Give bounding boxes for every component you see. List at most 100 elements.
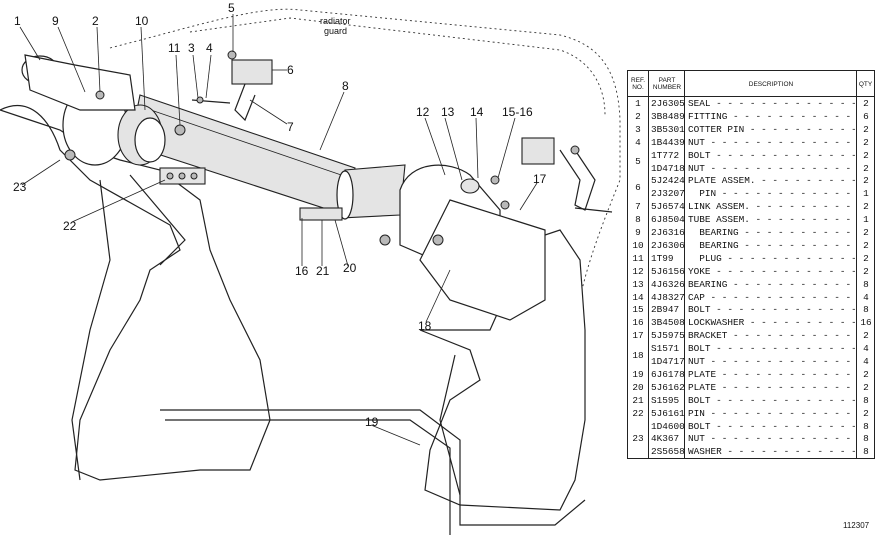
description-cell: PIN [688, 408, 855, 421]
ref-cell: 13 [632, 278, 644, 290]
qty-cell: 8 [863, 304, 869, 316]
qty-cell: 8 [863, 278, 869, 290]
pivot-arm [24, 54, 136, 111]
header-ref-no: REF.NO. [628, 71, 648, 97]
qty-cell: 4 [863, 356, 869, 367]
bolt-15 [490, 175, 500, 185]
bottom-frame-2 [165, 419, 451, 535]
part-number-cell: 2J3207 [651, 188, 685, 200]
part-number-cell: 2J6306 [651, 239, 685, 251]
description-cell: YOKE [688, 266, 855, 279]
callout-20: 20 [343, 261, 357, 275]
plate-assem-6 [231, 59, 273, 85]
ref-cell: 1 [635, 98, 641, 109]
part-number-cell: 1D4717 [651, 356, 685, 367]
description-cell: NUT [688, 137, 855, 150]
part-number-cell: 5J6161 [651, 407, 685, 419]
qty-cell: 2 [863, 136, 869, 148]
description-cell: NUT [688, 356, 855, 369]
part-number-cell: 5J2424 [651, 175, 685, 187]
description-cell: WASHER [688, 446, 855, 459]
part-number-cell: 1T772 [651, 149, 680, 161]
callout-16: 16 [295, 264, 309, 278]
bolt-right [570, 145, 580, 155]
qty-cell: 4 [863, 343, 869, 355]
part-number-cell: 2S5658 [651, 446, 685, 458]
callout-6: 6 [287, 63, 294, 77]
bolt-15b [500, 200, 510, 210]
ref-cell: 14 [632, 291, 644, 303]
qty-cell: 2 [863, 162, 869, 174]
bottom-frame [160, 409, 586, 526]
part-number-cell: 2B947 [651, 304, 680, 316]
callout-12: 12 [416, 105, 430, 119]
qty-cell: 2 [863, 368, 869, 380]
callout-labels: 1 9 2 10 11 3 4 5 6 7 8 12 13 14 15-16 1… [13, 1, 547, 429]
qty-cell: 2 [863, 407, 869, 419]
ref-cell: 9 [635, 227, 641, 238]
fitting-2 [95, 90, 105, 100]
description-cell: SEAL [688, 98, 855, 111]
part-number-cell: 3B8489 [651, 110, 685, 122]
bolt-22a [166, 172, 174, 180]
part-number-cell: 5J6574 [651, 201, 685, 213]
callout-14: 14 [470, 105, 484, 119]
qty-cell: 8 [863, 446, 869, 458]
description-cell: LINK ASSEM. [688, 201, 855, 214]
description-cell: COTTER PIN [688, 124, 855, 137]
nut-4 [196, 96, 204, 104]
description-cell: PLATE ASSEM. [688, 175, 855, 188]
qty-cell: 2 [863, 252, 869, 264]
ref-cell: 10 [632, 239, 644, 251]
qty-cell: 6 [863, 110, 869, 122]
qty-cell: 16 [860, 317, 872, 329]
ref-cell: 19 [632, 368, 644, 380]
leader-lines [19, 14, 538, 446]
frame-left-edge-2 [129, 174, 186, 266]
callout-11: 11 [168, 41, 181, 55]
frame-left [0, 104, 271, 481]
qty-cell: 2 [863, 149, 869, 161]
bolt-22c [190, 172, 198, 180]
plate-20 [299, 207, 343, 221]
link-assem-right [559, 149, 596, 211]
table-row: 175J5975BRACKET2 [628, 330, 874, 343]
figure-id: 112307 [843, 521, 870, 530]
part-number-cell: 2J6316 [651, 227, 685, 238]
ref-cell: 4 [635, 136, 641, 148]
part-number-cell: 1D4600 [651, 420, 685, 432]
callout-13: 13 [441, 105, 455, 119]
table-row: 163B4508LOCKWASHER16 [628, 317, 874, 330]
callout-22: 22 [63, 219, 77, 233]
radiator-guard-label-1: radiator [320, 16, 351, 26]
part-number-cell: 1B4439 [651, 136, 685, 148]
qty-cell: 2 [863, 330, 869, 342]
header-ref-1: REF. [630, 77, 646, 84]
callout-9: 9 [52, 14, 59, 28]
description-cell: CAP [688, 292, 855, 305]
ref-cell: 12 [632, 265, 644, 277]
qty-cell: 2 [863, 381, 869, 393]
callout-19: 19 [365, 415, 379, 429]
description-cell: FITTING [688, 111, 855, 124]
table-row: 205J6162PLATE2 [628, 382, 874, 395]
callout-7: 7 [287, 120, 294, 134]
group-ref-number: 18 [632, 349, 644, 361]
part-number-cell: 3B5301 [651, 123, 685, 135]
table-row: 4K367NUT8 [628, 433, 874, 446]
table-row: 144J8327CAP4 [628, 292, 874, 305]
ref-cell: 16 [632, 317, 644, 329]
callout-23: 23 [13, 180, 27, 194]
qty-cell: 2 [863, 123, 869, 135]
table-row: 12J6305SEAL2 [628, 98, 874, 111]
table-row: 23B8489FITTING6 [628, 111, 874, 124]
table-row: 196J6178PLATE2 [628, 369, 874, 382]
